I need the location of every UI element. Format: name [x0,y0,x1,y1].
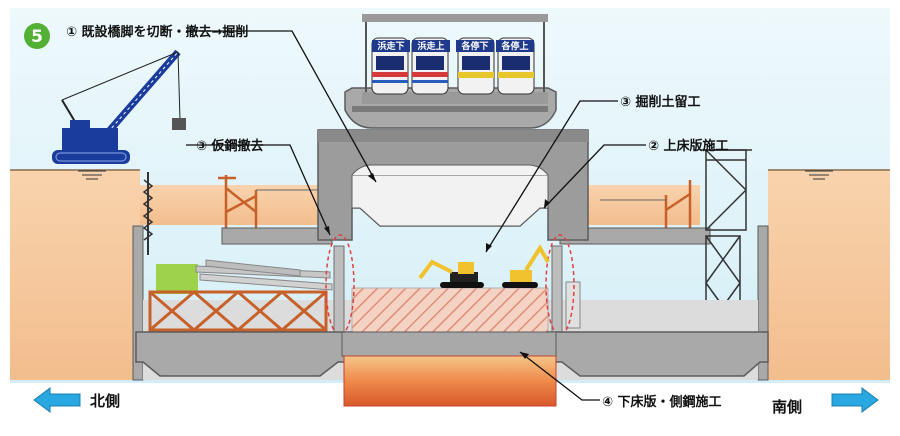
soil-right [768,170,890,380]
lower-new-slab [343,355,557,407]
train-sign-1: 浜走下 [377,40,404,52]
temporary-steel-pile [156,259,333,294]
train-sign-4: 各停上 [500,40,528,52]
step-badge: 5 [24,23,50,49]
soil-right-upper [580,185,700,225]
leader-arrowheads [324,173,550,359]
label-step3a: ③ 仮鋼撤去 [196,138,264,154]
joint-highlight-right [545,234,575,336]
leader-lines [186,30,646,401]
direction-north: 北側 [90,392,120,410]
arrow-right-icon [831,387,879,413]
soil-left [10,170,140,380]
train-sign-3: 各停下 [460,40,488,52]
label-step2: ② 上床版施工 [648,138,729,154]
backfill-area [351,287,549,333]
excavator-icon-2 [502,244,550,288]
pile-right [551,245,563,337]
crawler-crane-icon [52,49,186,164]
pile-left [333,245,345,337]
ground-symbol-right [805,170,833,180]
small-support-right [565,281,581,329]
train-sign-group: 浜走下 浜走上 各停下 各停上 [372,40,534,52]
label-step1: ① 既設橋脚を切断・撤去→掘削 [66,24,248,40]
label-step4: ④ 下床版・側鋼施工 [602,394,722,410]
stair-tower-right [700,149,752,331]
excavator-icon-1 [418,259,484,288]
drill-rod-icon [142,172,154,255]
direction-south: 南側 [772,398,802,416]
scaffold-left-upper [218,175,258,230]
scaffold-right-upper [664,180,692,230]
scaffold-truss-left [148,290,328,332]
upper-slab-left [221,227,333,245]
ground-symbol-left [78,170,106,180]
step-number: 5 [31,27,43,47]
arrow-left-icon [33,387,81,413]
train-deck [344,14,557,129]
lower-slab [135,331,769,377]
label-step3b: ③ 掘削土留工 [620,94,701,110]
pier-structure [317,129,589,241]
joint-highlight-left [325,234,355,336]
train-sign-2: 浜走上 [417,40,444,52]
